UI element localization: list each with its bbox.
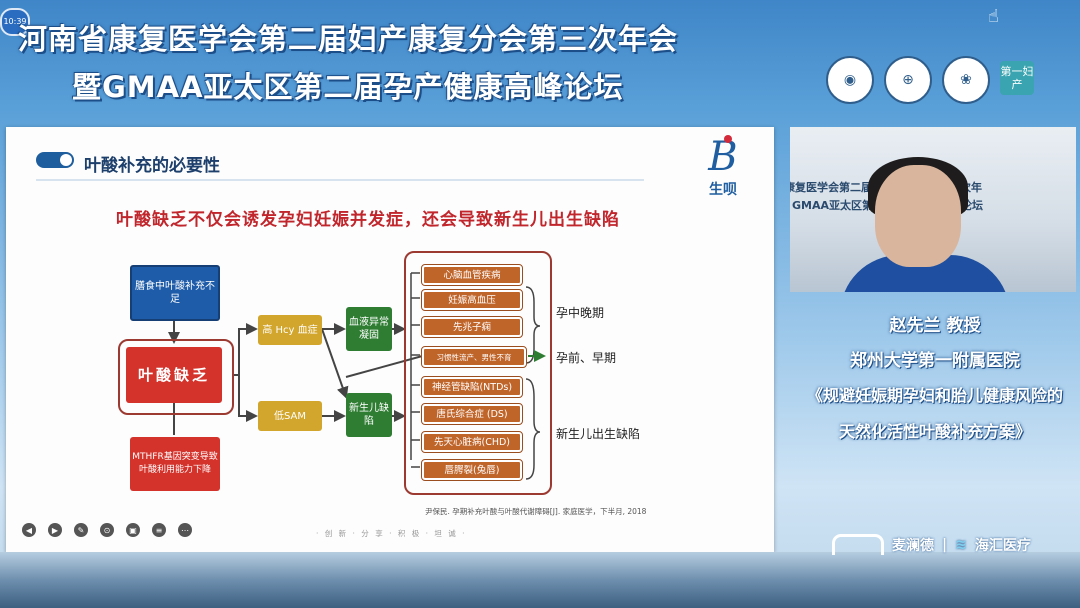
organizer-logos: ◉ ⊕ ❀ 第一妇产 [826,56,1034,104]
slide-section-title: 叶酸补充的必要性 [84,156,220,176]
outcome-item: 心脑血管疾病 [421,264,523,286]
outcome-item: 习惯性流产、男性不育 [421,346,527,368]
brand-logo: B 生呗 [694,135,752,205]
outcome-item: 唇腭裂(兔唇) [421,459,523,481]
label-birth-defects: 新生儿出生缺陷 [556,427,641,441]
more-icon[interactable]: ⋯ [178,523,192,537]
next-slide-icon[interactable]: ▶ [48,523,62,537]
speaker-face [875,165,961,267]
event-title-line1: 河南省康复医学会第二届妇产康复分会第三次年会 [18,22,679,56]
talk-title-line2: 天然化活性叶酸补充方案》 [838,422,1031,441]
outcome-item: 先天心脏病(CHD) [421,431,523,453]
sponsor-1: 麦澜德 [892,537,934,554]
diagram-arrows [168,272,546,480]
speaker-hospital: 郑州大学第一附属医院 [850,351,1020,371]
prev-slide-icon[interactable]: ◀ [22,523,36,537]
event-title-line2: 暨GMAA亚太区第二届孕产健康高峰论坛 [72,70,624,104]
newborn-defect-box: 新生儿缺陷 [346,393,392,437]
blood-clot-box: 血液异常凝固 [346,307,392,351]
brand-text: 生呗 [709,182,737,198]
hcy-box: 高 Hcy 血症 [258,315,322,345]
pointer-cursor-icon: ☝ [988,6,999,27]
outcome-item: 妊娠高血压 [421,289,523,311]
first-maternity-logo: 第一妇产 [1000,61,1034,95]
slide-headline: 叶酸缺乏不仅会诱发孕妇妊娠并发症，还会导致新生儿出生缺陷 [116,210,620,230]
city-skyline-decoration [0,552,1080,608]
outcomes-frame [404,251,552,495]
toggle-decoration-icon [36,152,74,168]
sam-box: 低SAM [258,401,322,431]
outcome-item: 先兆子痫 [421,316,523,338]
title-divider [36,179,644,181]
society-logo-1: ◉ [826,56,874,104]
society-logo-2: ⊕ [884,56,932,104]
slide-footer-motto: · 创 新 · 分 享 · 积 极 · 坦 诚 · [316,529,467,538]
speaker-name: 赵先兰 教授 [889,316,981,336]
label-early-pregnancy: 孕前、早期 [556,351,617,365]
citation: 尹保民. 孕期补充叶酸与叶酸代谢障碍[J]. 家庭医学，下半月, 2018 [425,507,647,516]
mthfr-box: MTHFR基因突变导致叶酸利用能力下降 [130,437,220,491]
medlander-logo-icon [832,534,884,555]
talk-title-line1: 《规避妊娠期孕妇和胎儿健康风险的 [806,386,1063,405]
deficiency-frame [118,339,234,415]
pen-icon[interactable]: ✎ [74,523,88,537]
slide-controls: ◀ ▶ ✎ ⊙ ▣ ≡ ⋯ [22,523,192,537]
zoom-icon[interactable]: ⊙ [100,523,114,537]
outcome-item: 神经管缺陷(NTDs) [421,376,523,398]
clock-badge: 10:39 [0,8,30,36]
label-mid-late-pregnancy: 孕中晚期 [556,306,605,320]
sponsor-logos: 麦澜德 | ≋ 海汇医疗 [832,534,1031,555]
camera-icon[interactable]: ▣ [126,523,140,537]
outcome-item: 唐氏综合症 (DS) [421,403,523,425]
sponsor-2: 海汇医疗 [974,537,1031,554]
presentation-slide: 叶酸补充的必要性 B 生呗 叶酸缺乏不仅会诱发孕妇妊娠并发症，还会导致新生儿出生… [6,127,774,552]
society-logo-3: ❀ [942,56,990,104]
subtitle-icon[interactable]: ≡ [152,523,166,537]
folate-deficiency-box: 叶酸缺乏 [126,347,222,403]
speaker-video: 康复医学会第二届妇产康复分会第三次年 GMAA亚太区第二届孕产健康高峰论坛 [790,127,1076,292]
diet-folate-box: 膳食中叶酸补充不足 [130,265,220,321]
